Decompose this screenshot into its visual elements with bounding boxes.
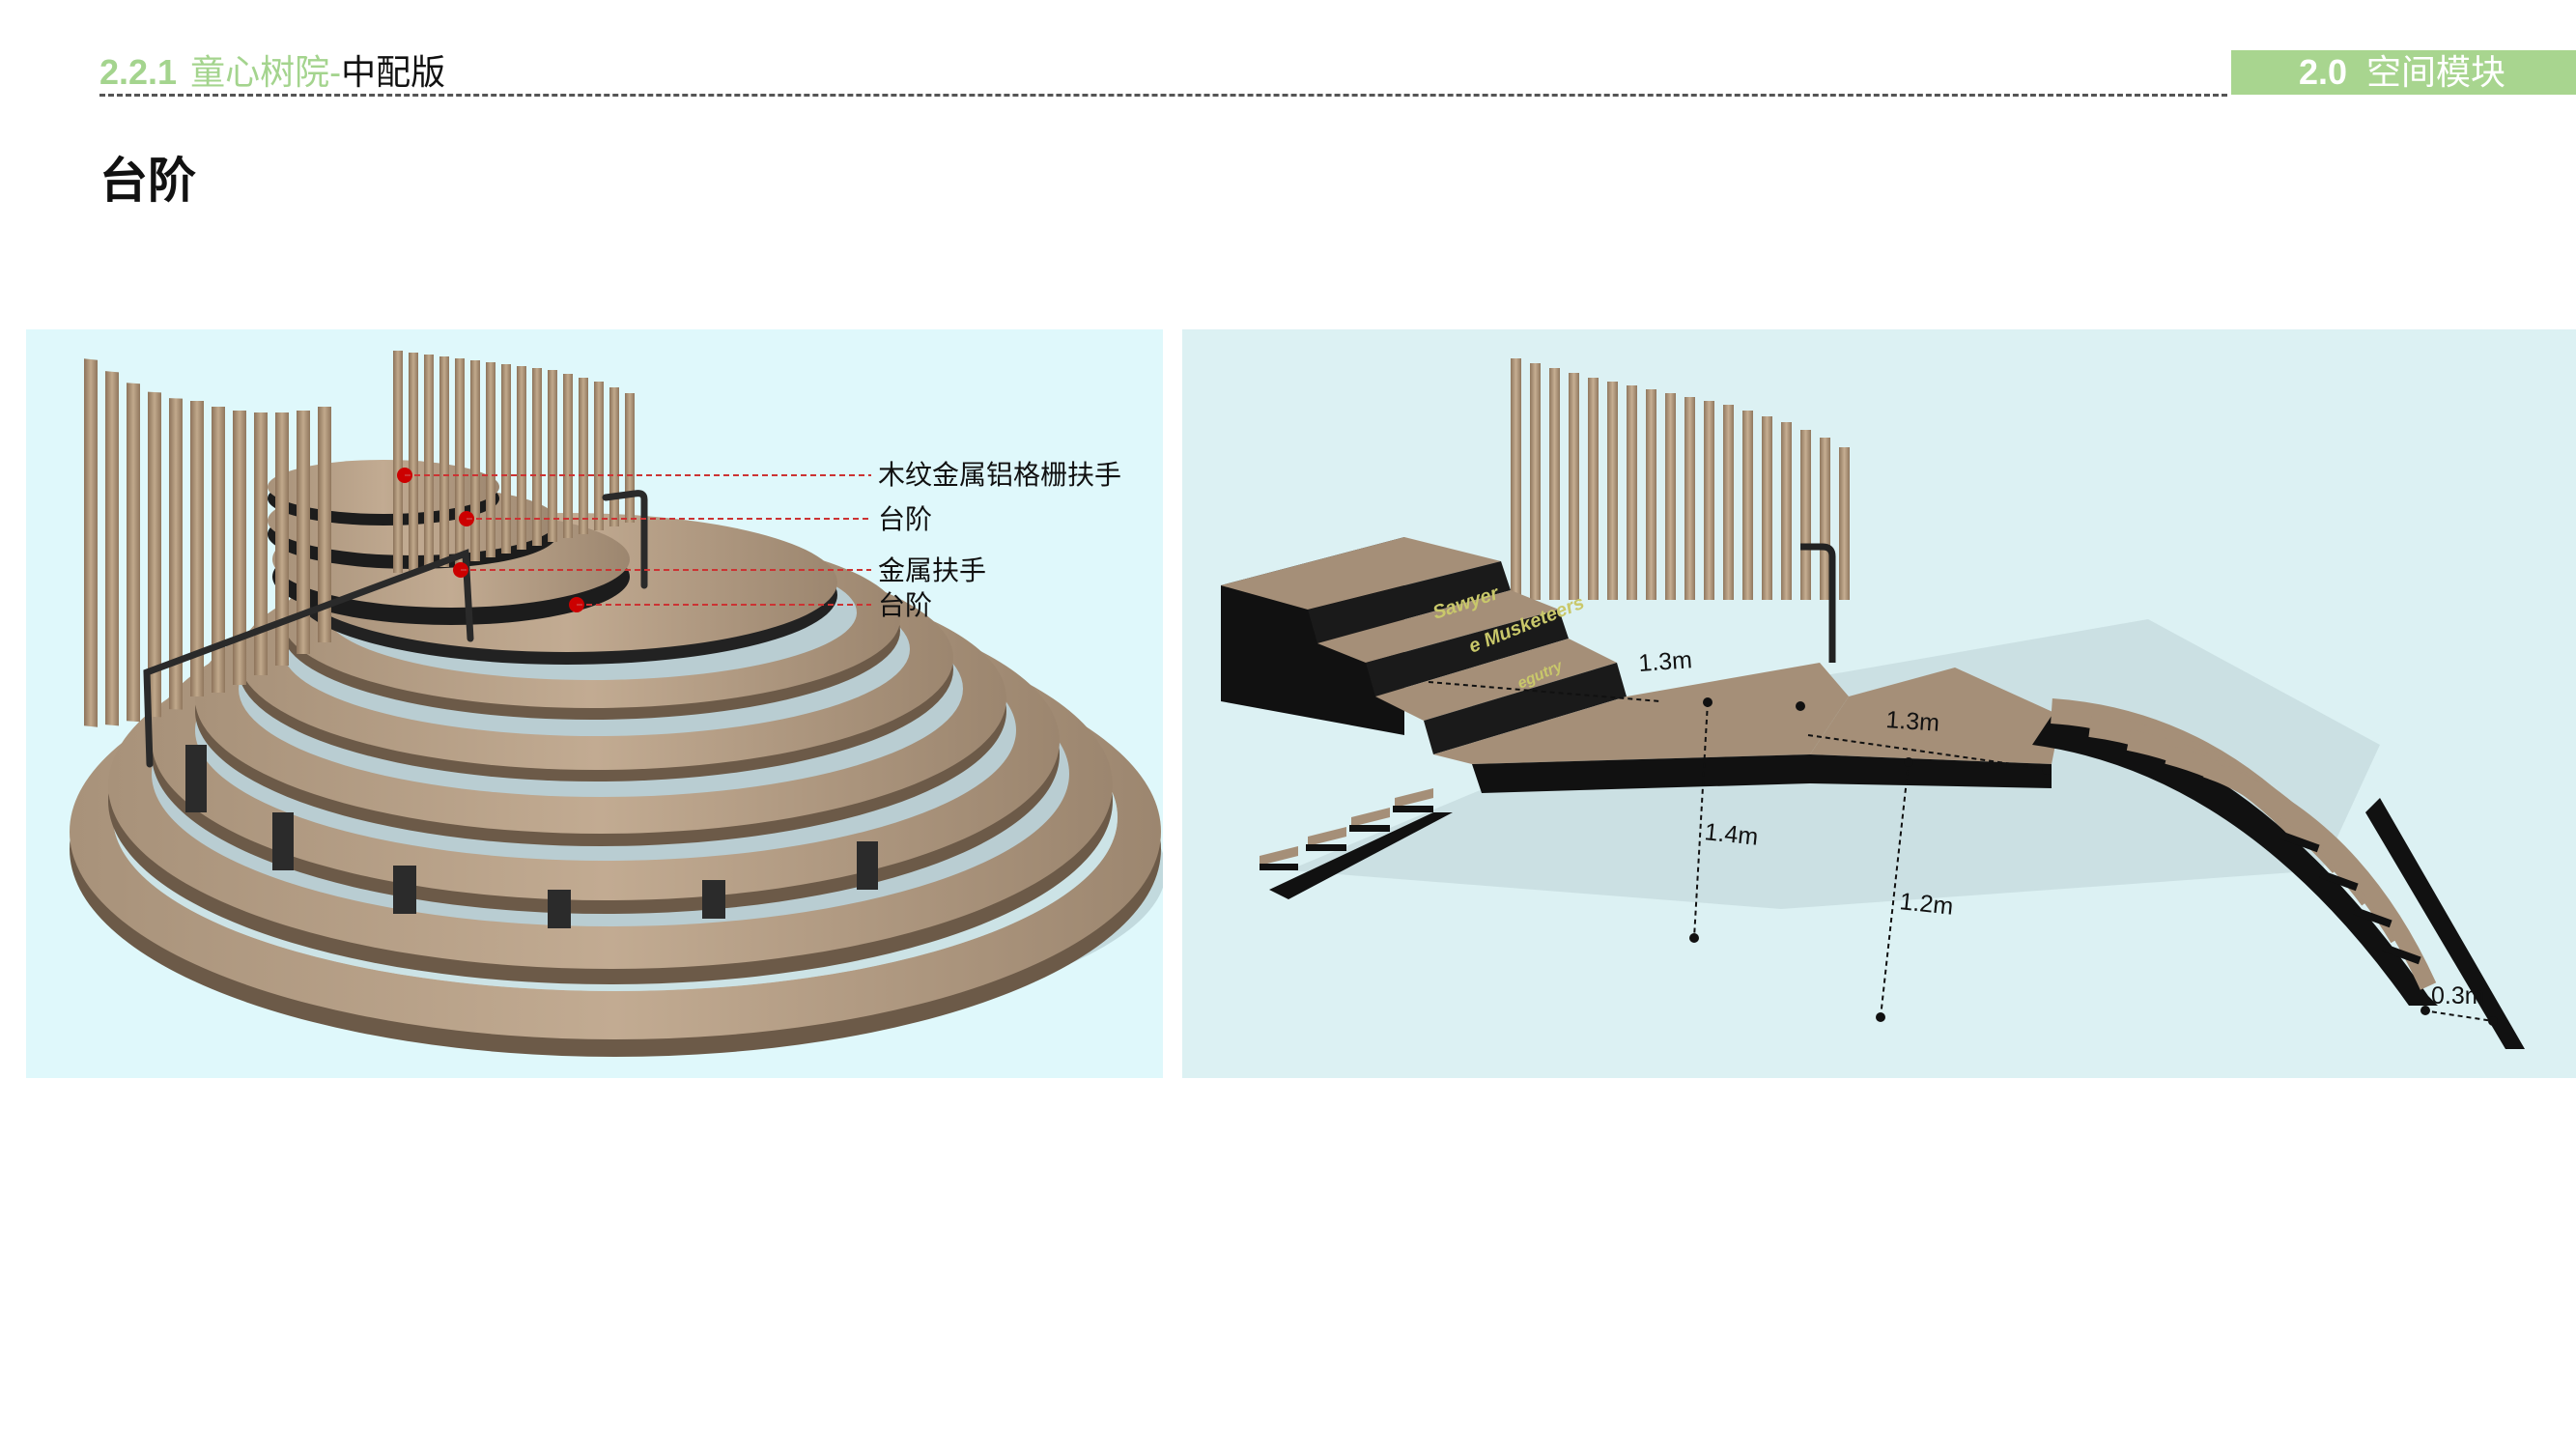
- steps-perspective-render: 木纹金属铝格栅扶手 台阶 金属扶手 台阶: [26, 329, 1163, 1078]
- callout-grille-handrail: 木纹金属铝格栅扶手: [878, 460, 1122, 490]
- callout-leaders: [405, 474, 871, 606]
- dim-step-tread: 0.3m: [2431, 982, 2485, 1009]
- section-separator: -: [329, 52, 342, 92]
- callout-steps-upper: 台阶: [878, 504, 933, 534]
- dimension-lines: [1428, 681, 2494, 1022]
- section-number: 2.2.1: [99, 52, 178, 92]
- metal-handrail: [1800, 543, 1836, 663]
- callout-metal-handrail: 金属扶手: [878, 555, 987, 585]
- left-stair-flight: [1260, 788, 1453, 899]
- section-variant: 中配版: [341, 52, 446, 92]
- dim-upper-step-width: 1.3m: [1637, 646, 1692, 677]
- dim-landing-width: 1.3m: [1885, 706, 1940, 737]
- callout-steps-lower: 台阶: [878, 590, 933, 620]
- steps-render-illustration: [70, 351, 1163, 1057]
- section-name: 童心树院: [190, 52, 330, 92]
- steps-dimension-render: Sawyer e Musketeers egutry: [1182, 329, 2576, 1078]
- dim-landing-height: 1.2m: [1898, 888, 1954, 921]
- step-rings: [70, 513, 1161, 1057]
- chapter-tag: 2.0 空间模块: [2231, 50, 2576, 95]
- dim-upper-height: 1.4m: [1703, 818, 1759, 851]
- wood-grille-screen: [1511, 358, 1850, 600]
- wood-grille-screen: [84, 351, 635, 727]
- chapter-number: 2.0: [2299, 52, 2348, 92]
- right-curved-flight: [2032, 698, 2525, 1049]
- dimension-markers: [1689, 697, 2498, 1026]
- steps-dimension-illustration: Sawyer e Musketeers egutry: [1221, 358, 2525, 1049]
- metal-handrail: [143, 490, 648, 768]
- chapter-name: 空间模块: [2366, 52, 2506, 92]
- page-title: 台阶: [99, 154, 196, 208]
- stair-block: [1221, 537, 2061, 793]
- header-divider: [99, 94, 2227, 97]
- section-heading: 2.2.1 童心树院-中配版: [99, 48, 445, 97]
